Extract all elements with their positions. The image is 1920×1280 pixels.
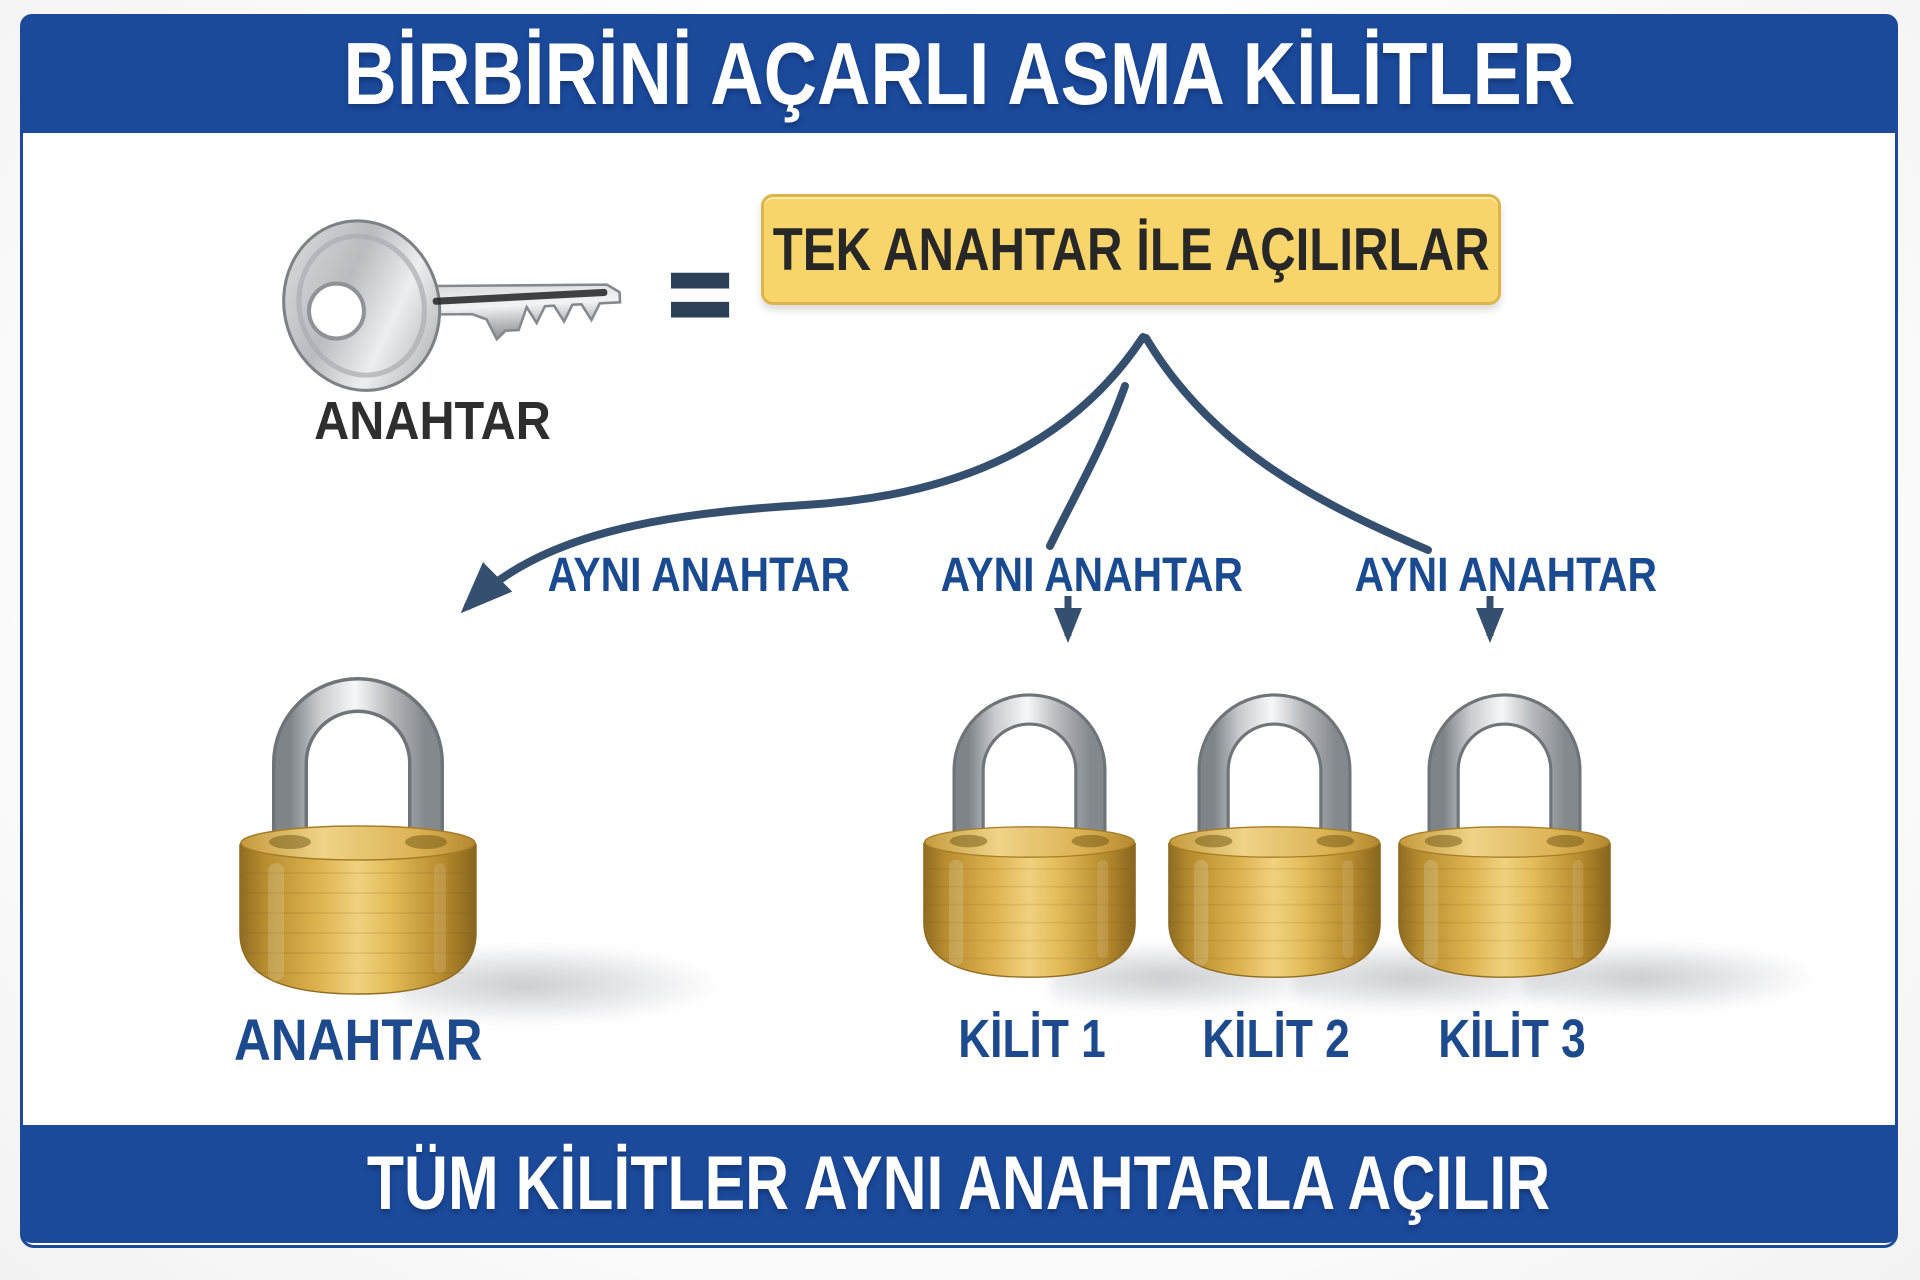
equals-icon: = [666,233,733,354]
key-caption: ANAHTAR [313,391,551,451]
lock-label-anahtar: ANAHTAR [233,1008,483,1073]
lock-label-kilit2: KİLİT 2 [1202,1009,1350,1069]
same-key-label-2: AYNI ANAHTAR [940,549,1243,602]
padlock-icon-anahtar [238,671,478,996]
header-bar: BİRBİRİNİ AÇARLI ASMA KİLİTLER [20,14,1898,133]
key-icon [282,219,622,392]
padlock-icon-kilit2 [1167,688,1382,979]
lock-label-kilit3: KİLİT 3 [1438,1009,1586,1069]
single-key-banner: TEK ANAHTAR İLE AÇILIRLAR [761,194,1501,305]
same-key-label-3: AYNI ANAHTAR [1354,549,1657,602]
footer-bar: TÜM KİLİTLER AYNI ANAHTARLA AÇILIR [20,1125,1898,1243]
lock-label-kilit1: KİLİT 1 [958,1009,1106,1069]
same-key-label-1: AYNI ANAHTAR [547,549,850,602]
footer-text: TÜM KİLİTLER AYNI ANAHTARLA AÇILIR [367,1141,1551,1226]
page-title: BİRBİRİNİ AÇARLI ASMA KİLİTLER [343,23,1575,123]
banner-text: TEK ANAHTAR İLE AÇILIRLAR [772,216,1490,283]
padlock-icon-kilit1 [922,688,1137,979]
padlock-icon-kilit3 [1397,688,1612,979]
